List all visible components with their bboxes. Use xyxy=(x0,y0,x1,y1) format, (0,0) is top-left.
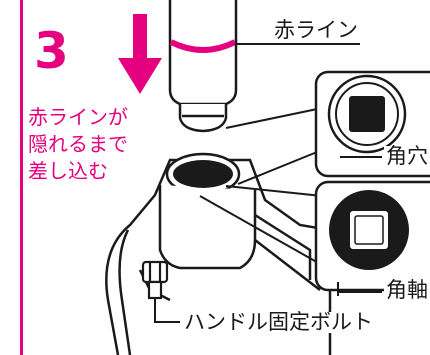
bolt-leader xyxy=(154,298,180,323)
shaft-callout-leader xyxy=(225,185,323,197)
shaft-callout-leader-2 xyxy=(199,195,323,266)
handle-bolt-label: ハンドル固定ボルト xyxy=(182,310,375,334)
square-shaft-label: 角軸 xyxy=(384,278,430,302)
step-number: 3 xyxy=(34,22,69,80)
instruction-line-1: 赤ラインが xyxy=(28,105,128,129)
square-shaft-inner xyxy=(354,215,384,245)
instruction-line-3: 差し込む xyxy=(28,159,108,183)
square-hole-opening xyxy=(173,160,233,188)
instruction-line-2: 隠れるまで xyxy=(28,132,128,156)
instruction-text: 赤ラインが 隠れるまで 差し込む xyxy=(28,104,128,185)
handle-pipe xyxy=(168,0,238,133)
hole-callout-leader xyxy=(225,107,323,129)
red-line-label: 赤ライン xyxy=(272,18,360,42)
red-line-band xyxy=(169,39,237,53)
panel-border xyxy=(20,0,23,355)
square-hole-icon xyxy=(349,96,385,132)
down-arrow-icon xyxy=(118,14,162,94)
hole-callout-leader-2 xyxy=(237,149,323,185)
square-hole-label: 角穴 xyxy=(384,144,430,168)
jack-body xyxy=(105,152,332,355)
